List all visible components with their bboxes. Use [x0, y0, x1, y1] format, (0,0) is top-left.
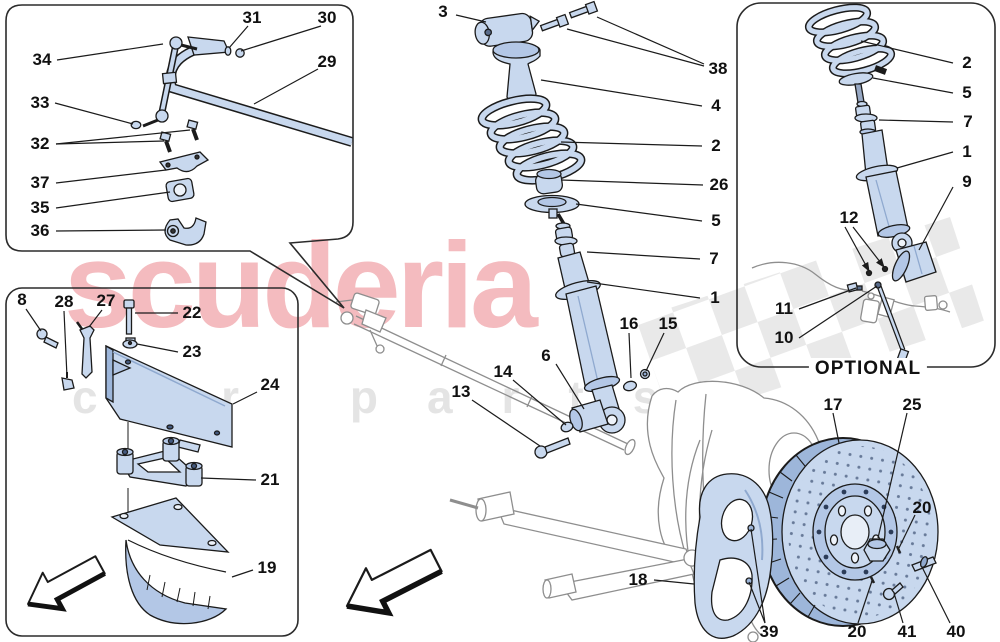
part-19-aero-shield: [110, 488, 230, 625]
part-38-bolts: [539, 0, 599, 32]
optional-bushing-9: [891, 241, 937, 283]
part-16-washer: [622, 380, 638, 392]
detail-box-brackets: [5, 287, 299, 637]
callout-leader-lines: [25, 14, 954, 624]
part-20-pins: [869, 545, 902, 584]
part-4-dust-boot: [492, 41, 541, 102]
part-17-brake-disc: [760, 437, 939, 627]
part-33-washer: [130, 120, 142, 130]
part-13-bolt: [534, 437, 571, 459]
part-26-bump-stop: [534, 168, 564, 195]
part-18-dust-shield: [693, 473, 774, 639]
part-36-bracket: [164, 217, 207, 246]
part-14-washer: [560, 421, 574, 433]
part-15-nut: [639, 368, 651, 380]
part-23-nut: [122, 337, 138, 349]
optional-spring-2: [804, 3, 896, 78]
part-27-strip: [75, 321, 95, 379]
part-40-stud: [911, 556, 937, 572]
part-29-antiroll-bar: [165, 36, 354, 147]
part-37-clamp-bracket: [158, 151, 210, 173]
part-5-spring-seat: [524, 194, 580, 219]
optional-rod-7: [854, 83, 878, 136]
part-2-coil-spring: [477, 94, 586, 185]
part-31-washer: [224, 46, 232, 56]
part-35-bar-bush: [165, 177, 195, 203]
part-7-rod-bushing: [554, 213, 578, 258]
part-28-clip: [61, 372, 75, 391]
part-21-triangle-bracket: [116, 422, 203, 487]
part-8-screw: [36, 328, 59, 349]
part-24-bracket-plate: [105, 344, 233, 453]
optional-shock-1: [855, 129, 913, 254]
part-3-top-mount: [474, 12, 541, 47]
part-34-drop-link: [142, 36, 198, 128]
part-32-bolts: [159, 119, 199, 153]
detail-box-antiroll-bar: [5, 4, 354, 309]
direction-arrow-left: [27, 555, 106, 612]
watermark-brand-text: scuderia: [64, 217, 538, 353]
direction-arrow-center: [345, 548, 443, 617]
part-25-hub-nut: [863, 538, 891, 562]
part-22-bolt: [123, 299, 135, 335]
optional-clips-12: [865, 265, 889, 277]
